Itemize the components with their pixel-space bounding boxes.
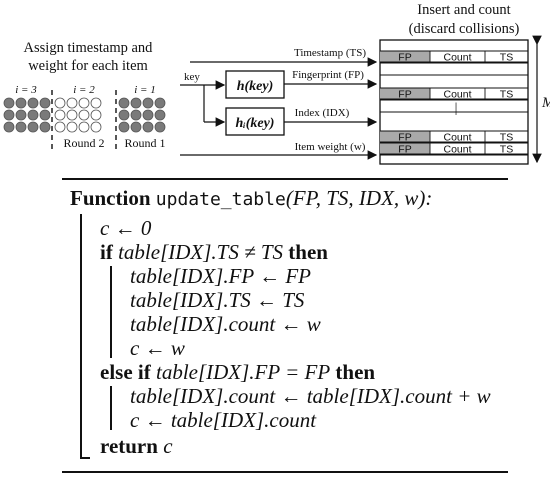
item-circle xyxy=(78,109,90,121)
item-circle xyxy=(27,121,39,133)
item-circle xyxy=(39,121,51,133)
top-rule xyxy=(62,178,508,180)
item-circle xyxy=(54,109,66,121)
function-keyword: Function xyxy=(70,186,151,210)
else-if-block-bar xyxy=(110,386,112,430)
table-cell-count: Count xyxy=(443,132,471,144)
item-circle xyxy=(118,121,130,133)
fingerprint-label: Fingerprint (FP) xyxy=(292,69,364,81)
function-block-bar xyxy=(80,214,82,458)
increment-count: table[IDX].count ← table[IDX].count + w xyxy=(130,384,491,408)
hash-table-diagram: Assign timestamp and weight for each ite… xyxy=(3,2,550,165)
assign-count: table[IDX].count ← w xyxy=(130,312,321,336)
else-if-condition: table[IDX].FP = FP xyxy=(155,360,331,384)
table-cell-ts: TS xyxy=(500,52,513,64)
label-i1: i = 1 xyxy=(134,84,155,96)
algorithm-box: Function update_table(FP, TS, IDX, w): c… xyxy=(0,176,550,479)
else-if-keyword: else if xyxy=(100,360,151,384)
item-circle xyxy=(130,109,142,121)
item-circle xyxy=(15,121,27,133)
assign-fp: table[IDX].FP ← FP xyxy=(130,264,312,288)
item-circle xyxy=(3,97,15,109)
item-circle xyxy=(142,121,154,133)
table-cell-ts: TS xyxy=(500,132,513,144)
if-block-bar xyxy=(110,266,112,358)
table-cell-count: Count xyxy=(443,52,471,64)
weight-label: Item weight (w) xyxy=(295,141,366,153)
item-circle xyxy=(3,109,15,121)
table-cell-count: Count xyxy=(443,144,471,156)
return-line: return c xyxy=(100,434,173,459)
item-circle xyxy=(130,121,142,133)
function-header: Function update_table(FP, TS, IDX, w): xyxy=(70,186,432,211)
table-cell-ts: TS xyxy=(500,89,513,101)
label-i3: i = 3 xyxy=(15,84,37,96)
function-params: (FP, TS, IDX, w): xyxy=(285,186,433,210)
assign-c-w: c ← w xyxy=(130,336,185,360)
index-label: Index (IDX) xyxy=(295,107,350,119)
item-circle xyxy=(66,97,78,109)
key-label: key xyxy=(184,71,200,83)
item-circle xyxy=(154,97,166,109)
item-circle xyxy=(39,109,51,121)
if-condition: table[IDX].TS ≠ TS xyxy=(118,240,284,264)
item-circle xyxy=(90,97,102,109)
item-circle xyxy=(142,109,154,121)
item-circle xyxy=(3,121,15,133)
if-line: if table[IDX].TS ≠ TS then xyxy=(100,240,328,265)
item-circle xyxy=(118,97,130,109)
caption-line2: weight for each item xyxy=(28,58,148,74)
function-block-foot xyxy=(80,457,90,459)
assign-ts: table[IDX].TS ← TS xyxy=(130,288,305,312)
return-keyword: return xyxy=(100,434,158,458)
if-keyword: if xyxy=(100,240,113,264)
table-caption-line1: Insert and count xyxy=(417,2,510,18)
item-circle xyxy=(78,121,90,133)
round-1-label: Round 1 xyxy=(124,136,165,150)
item-circle xyxy=(78,97,90,109)
round-2-label: Round 2 xyxy=(63,136,104,150)
item-circle xyxy=(15,97,27,109)
item-circle xyxy=(27,109,39,121)
item-circle xyxy=(90,121,102,133)
table-cell-fp: FP xyxy=(398,132,411,144)
table-cell-fp: FP xyxy=(398,144,411,156)
item-circle xyxy=(66,109,78,121)
item-circle xyxy=(54,97,66,109)
item-circle xyxy=(66,121,78,133)
else-if-line: else if table[IDX].FP = FP then xyxy=(100,360,375,385)
line-init: c ← 0 xyxy=(100,216,152,240)
item-circle xyxy=(154,109,166,121)
table-cell-ts: TS xyxy=(500,144,513,156)
assign-c-count: c ← table[IDX].count xyxy=(130,408,317,432)
else-if-then-keyword: then xyxy=(335,360,376,384)
caption-line1: Assign timestamp and xyxy=(24,40,154,56)
if-then-keyword: then xyxy=(288,240,328,264)
hash-hi-label: hᵢ(key) xyxy=(236,116,275,131)
timestamp-label: Timestamp (TS) xyxy=(294,47,366,59)
table-cell-count: Count xyxy=(443,89,471,101)
label-i2: i = 2 xyxy=(73,84,95,96)
table-cell-fp: FP xyxy=(398,52,411,64)
bottom-rule xyxy=(62,471,508,473)
item-circle xyxy=(54,121,66,133)
item-circle xyxy=(142,97,154,109)
item-circle xyxy=(90,109,102,121)
table-cell-fp: FP xyxy=(398,89,411,101)
table-caption-line2: (discard collisions) xyxy=(409,21,520,37)
item-circles xyxy=(3,97,166,133)
return-value: c xyxy=(163,434,173,458)
item-circle xyxy=(118,109,130,121)
item-circle xyxy=(39,97,51,109)
item-circle xyxy=(130,97,142,109)
item-circle xyxy=(27,97,39,109)
item-circle xyxy=(15,109,27,121)
hash-h-label: h(key) xyxy=(237,79,274,94)
item-circle xyxy=(154,121,166,133)
table-size-label: M xyxy=(541,95,550,111)
function-name: update_table xyxy=(155,189,286,210)
table-ellipsis: | xyxy=(455,101,458,116)
